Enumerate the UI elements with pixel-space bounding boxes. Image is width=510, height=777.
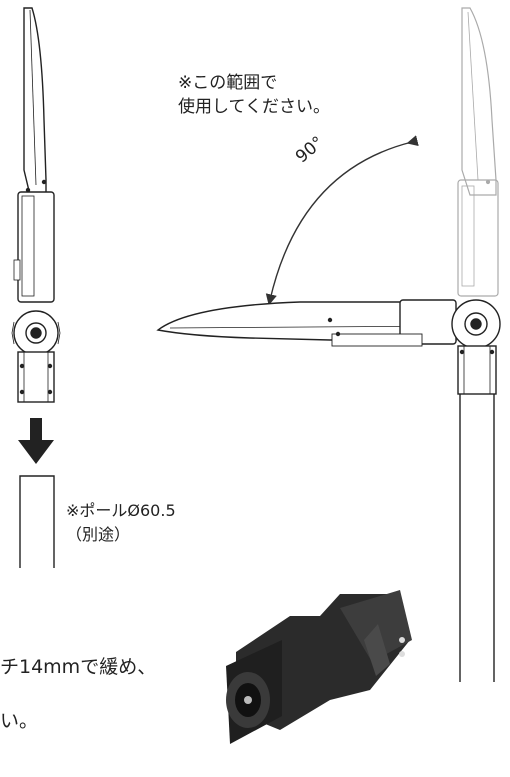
rotation-arc <box>265 135 419 306</box>
bracket-joint-left <box>11 310 61 403</box>
instruction-line2: い。 <box>0 710 39 732</box>
range-note-line1: ※この範囲で <box>178 73 278 93</box>
range-note-line2: 使用してください。 <box>178 97 330 117</box>
pole-right <box>459 394 495 682</box>
luminaire-vertical-ghost <box>457 7 499 297</box>
down-arrow-icon <box>18 418 54 464</box>
bracket-product-photo <box>226 590 412 744</box>
bracket-joint-right <box>451 299 501 395</box>
luminaire-horizontal <box>156 299 457 347</box>
luminaire-vertical-left <box>13 7 55 303</box>
instruction-line1: チ14mmで緩め、 <box>0 656 157 678</box>
pole-note-line2: （別途） <box>66 525 131 544</box>
pole-stub-left <box>19 475 55 568</box>
pole-note-line1: ※ポールØ60.5 <box>66 501 176 520</box>
